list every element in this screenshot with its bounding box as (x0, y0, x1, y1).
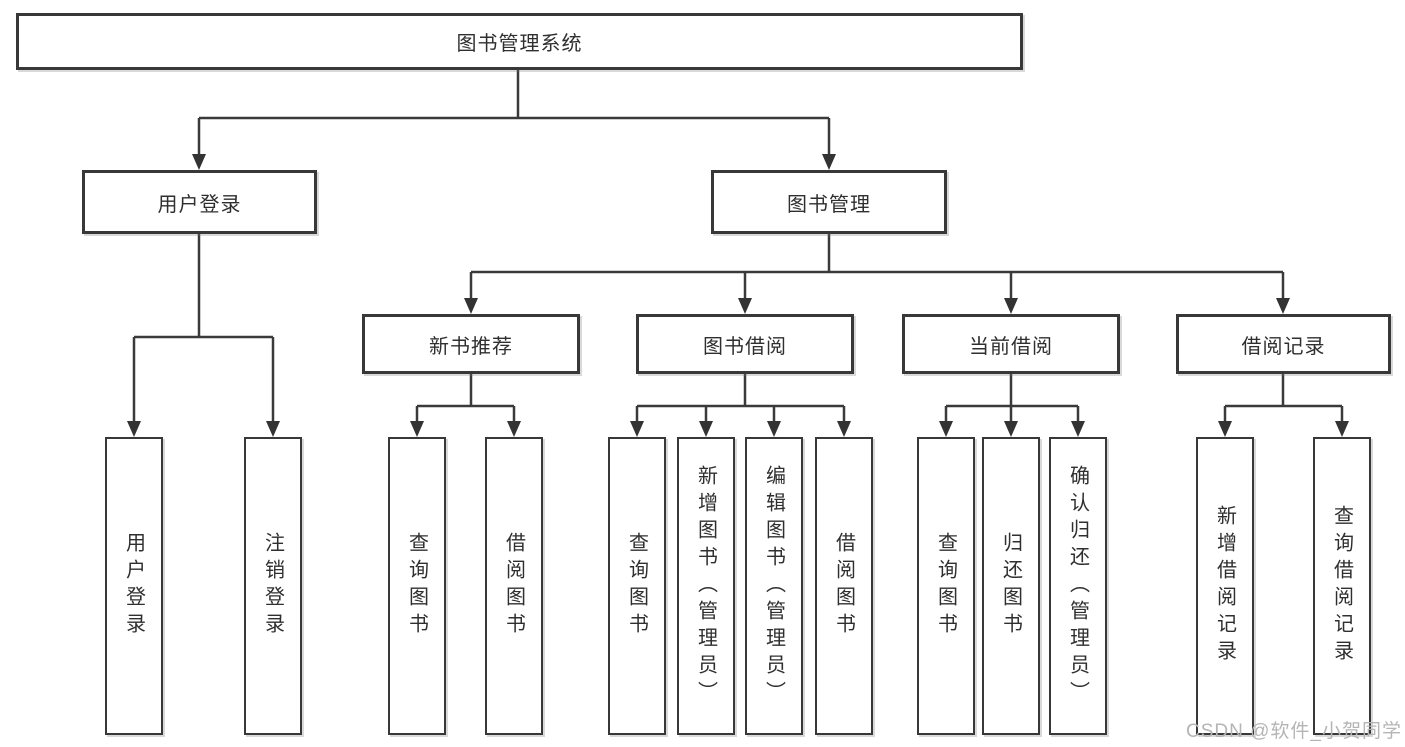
arrowhead (266, 421, 280, 437)
node-new-book-recommend: 新书推荐 (362, 314, 580, 374)
wire-bookmgmt-to-level3 (469, 234, 1285, 299)
leaf-search-books-current-label: 查询图书 (934, 532, 957, 640)
arrowhead (822, 154, 836, 170)
arrowhead (1218, 421, 1232, 437)
arrowhead (699, 421, 713, 437)
node-borrow-records: 借阅记录 (1176, 314, 1391, 374)
leaf-logout: 注销登录 (244, 437, 302, 735)
arrowhead (507, 421, 521, 437)
node-root-label: 图书管理系统 (456, 33, 583, 55)
leaf-search-books-current: 查询图书 (917, 437, 975, 735)
arrowhead (767, 421, 781, 437)
node-user-login-label: 用户登录 (157, 193, 242, 216)
leaf-edit-books-admin: 编辑图书（管理员） (745, 437, 803, 735)
leaf-borrow-books-borrowing: 借阅图书 (815, 437, 873, 735)
node-current-borrowing: 当前借阅 (902, 314, 1120, 374)
node-current-borrowing-label: 当前借阅 (969, 335, 1053, 358)
leaf-borrow-books-borrowing-label: 借阅图书 (832, 532, 855, 640)
wire-borrowing-to-leaves (635, 374, 846, 422)
arrowhead (192, 154, 206, 170)
leaf-edit-books-admin-label: 编辑图书（管理员） (762, 464, 785, 708)
arrowhead (410, 421, 424, 437)
arrowhead (464, 298, 478, 314)
node-book-borrowing: 图书借阅 (636, 314, 854, 374)
leaf-search-books-borrowing: 查询图书 (608, 437, 666, 735)
leaf-search-books-recommend: 查询图书 (388, 437, 446, 735)
node-user-login: 用户登录 (82, 170, 317, 234)
leaf-search-borrow-record-label: 查询借阅记录 (1330, 505, 1353, 667)
arrowhead (738, 298, 752, 314)
leaf-borrow-books-recommend-label: 借阅图书 (502, 532, 525, 640)
leaf-add-borrow-record-label: 新增借阅记录 (1213, 505, 1236, 667)
arrowhead (1071, 421, 1085, 437)
leaf-user-login-label: 用户登录 (122, 532, 145, 640)
leaf-search-books-borrowing-label: 查询图书 (625, 532, 648, 640)
wire-records-to-leaves (1223, 374, 1344, 422)
leaf-add-books-admin-label: 新增图书（管理员） (694, 464, 717, 708)
leaf-confirm-return-admin-label: 确认归还（管理员） (1066, 464, 1089, 708)
arrowhead (1004, 421, 1018, 437)
arrowhead (1335, 421, 1349, 437)
arrowhead (1276, 298, 1290, 314)
arrowhead (939, 421, 953, 437)
wire-userlogin-to-leaves (132, 234, 275, 422)
node-borrow-records-label: 借阅记录 (1241, 335, 1326, 358)
leaf-add-borrow-record: 新增借阅记录 (1196, 437, 1254, 735)
leaf-return-books: 归还图书 (982, 437, 1040, 735)
leaf-logout-label: 注销登录 (261, 532, 284, 640)
wire-root-to-level2 (197, 69, 831, 155)
csdn-watermark: CSDN @软件_小贺同学 (1186, 721, 1402, 742)
arrowhead (127, 421, 141, 437)
arrowhead (837, 421, 851, 437)
leaf-return-books-label: 归还图书 (999, 532, 1022, 640)
node-book-management-label: 图书管理 (787, 193, 871, 216)
leaf-add-books-admin: 新增图书（管理员） (677, 437, 735, 735)
leaf-search-borrow-record: 查询借阅记录 (1313, 437, 1371, 735)
wire-current-to-leaves (944, 374, 1080, 422)
leaf-search-books-recommend-label: 查询图书 (405, 532, 428, 640)
leaf-confirm-return-admin: 确认归还（管理员） (1049, 437, 1107, 735)
wire-newbook-to-leaves (415, 374, 516, 422)
node-book-borrowing-label: 图书借阅 (703, 335, 787, 358)
node-book-management: 图书管理 (711, 170, 947, 234)
leaf-borrow-books-recommend: 借阅图书 (485, 437, 543, 735)
leaf-user-login: 用户登录 (105, 437, 163, 735)
arrowhead (1004, 298, 1018, 314)
arrowhead (630, 421, 644, 437)
node-root: 图书管理系统 (16, 13, 1023, 70)
node-new-book-recommend-label: 新书推荐 (429, 335, 513, 358)
